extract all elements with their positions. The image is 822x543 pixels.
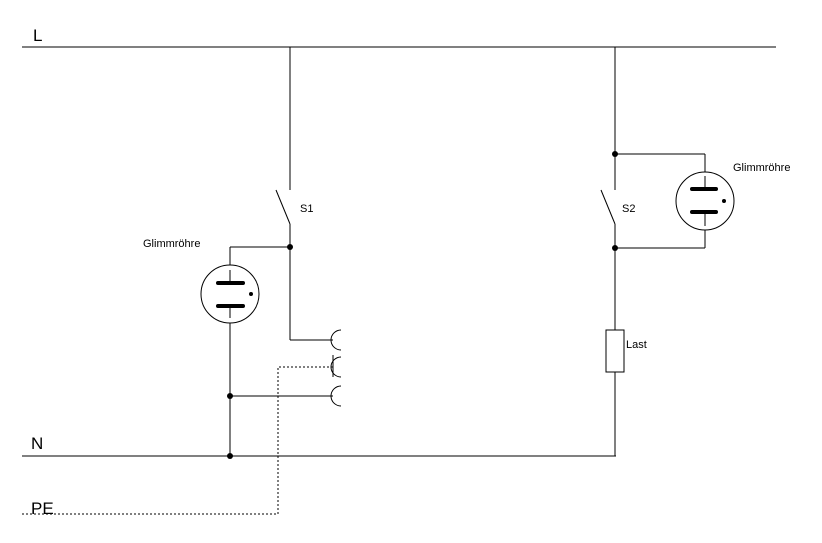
- junction-dot: [227, 393, 233, 399]
- glow-lamp-right: [675, 171, 735, 231]
- label-glimmroehre-left: Glimmröhre: [143, 238, 200, 250]
- label-n: N: [31, 434, 43, 453]
- label-l: L: [33, 26, 42, 45]
- line-pe-conductor: [22, 366, 333, 515]
- switch-s2: [600, 47, 616, 330]
- switch-s1: [275, 47, 291, 340]
- label-s1: S1: [300, 203, 313, 215]
- glow-lamp-left: [200, 264, 260, 324]
- socket-outlet: [330, 329, 342, 407]
- load-resistor: [605, 329, 625, 373]
- label-pe: PE: [31, 499, 54, 518]
- junction-dot: [612, 245, 618, 251]
- junction-dot: [227, 453, 233, 459]
- junction-dot: [612, 151, 618, 157]
- label-s2: S2: [622, 203, 635, 215]
- label-glimmroehre-right: Glimmröhre: [733, 162, 790, 174]
- label-last: Last: [626, 339, 647, 351]
- junction-dot: [287, 244, 293, 250]
